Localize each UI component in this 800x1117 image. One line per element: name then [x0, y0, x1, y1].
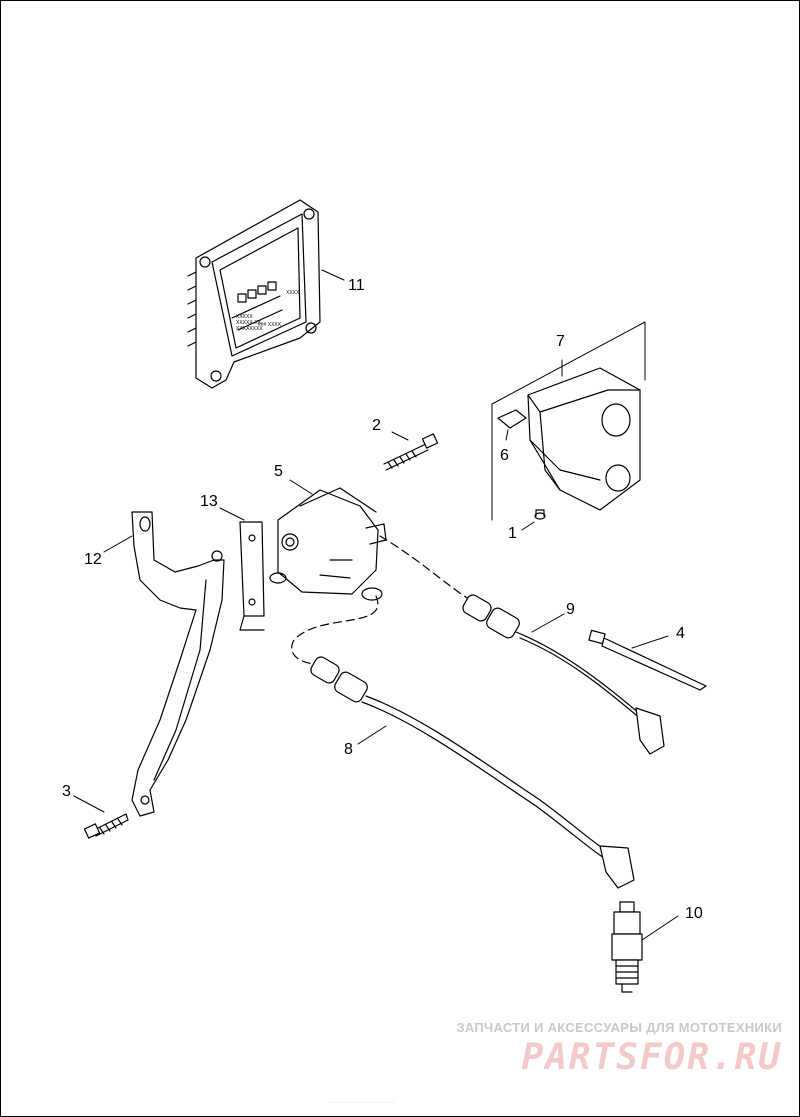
callout-1: 1 [508, 525, 517, 542]
callout-4: 4 [676, 625, 685, 642]
callout-9: 9 [566, 601, 575, 618]
module-label-top-right: XXXX [286, 290, 300, 296]
callout-8: 8 [344, 741, 353, 758]
spark-plug-wire-part-8 [291, 595, 635, 889]
leader-lines [73, 269, 679, 941]
module-label-text: XXXX XXXXX XXXXX-XX XXXXXXXX ### XXXX [236, 290, 300, 332]
cable-tie-part-4 [588, 629, 707, 691]
bracket-part-13 [239, 521, 265, 631]
watermark: ЗАПЧАСТИ И АКСЕССУАРЫ ДЛЯ МОТОТЕХНИКИ PA… [456, 1020, 782, 1078]
module-label-mid2: XXXXX-XX [236, 320, 262, 326]
callout-7: 7 [556, 333, 565, 350]
coil-cover-part-7 [527, 367, 641, 511]
bolt-part-2 [383, 433, 439, 471]
callout-13: 13 [200, 493, 218, 510]
ignition-module-part-11 [187, 199, 321, 389]
watermark-logo: PARTSFOR.RU [521, 1037, 782, 1078]
screw-part-1 [534, 509, 546, 520]
footer-reference: . . . . . . . . . . . . . . . . . [330, 1098, 395, 1105]
module-label-mid3: XXXXXXXX [236, 326, 263, 332]
module-label-mid: XXXXX [236, 314, 253, 320]
callout-12: 12 [84, 551, 102, 568]
spark-plug-part-10 [611, 901, 643, 993]
callout-labels: 1 2 3 4 5 6 7 8 9 10 11 12 13 [62, 277, 703, 922]
ignition-coil-part-5 [269, 487, 387, 601]
spark-plug-wire-part-9 [379, 535, 665, 755]
callout-10: 10 [685, 905, 703, 922]
callout-11: 11 [348, 277, 365, 294]
callout-3: 3 [62, 783, 71, 800]
callout-6: 6 [500, 447, 509, 464]
callout-2: 2 [372, 417, 381, 434]
mounting-bracket-part-12 [131, 511, 225, 817]
tab-part-6 [497, 409, 527, 429]
watermark-tagline: ЗАПЧАСТИ И АКСЕССУАРЫ ДЛЯ МОТОТЕХНИКИ [456, 1020, 782, 1035]
callout-5: 5 [274, 463, 283, 480]
bolt-part-3 [83, 813, 129, 839]
module-label-bottom: ### XXXX [258, 322, 282, 328]
